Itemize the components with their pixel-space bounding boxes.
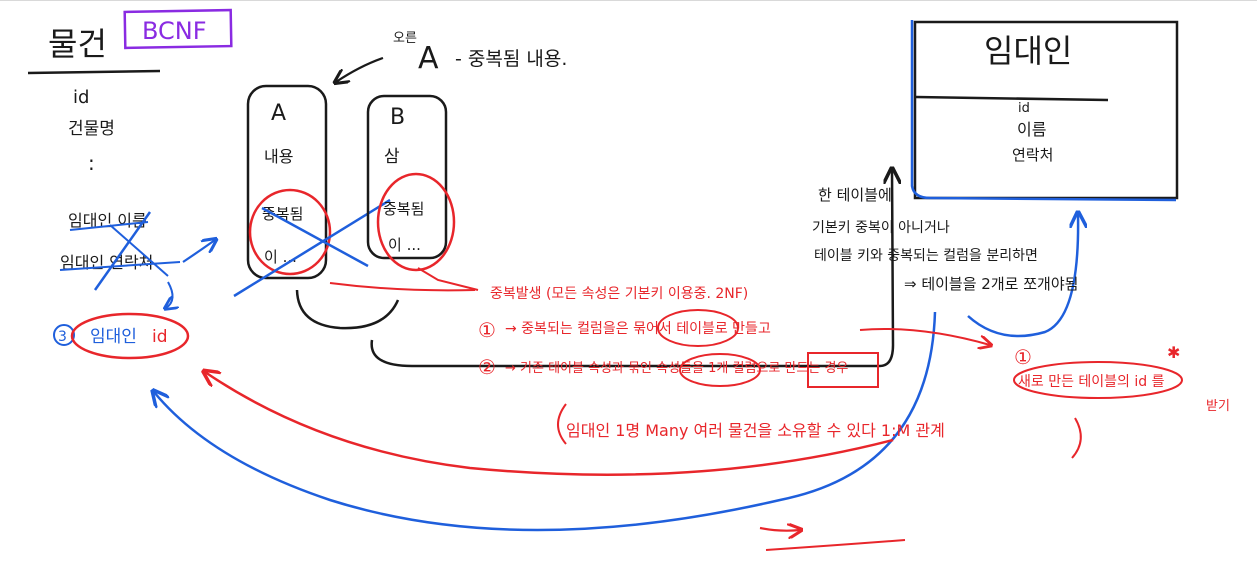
middle-note-line1: 한 테이블에 xyxy=(818,186,892,204)
left-entity-title: 물건 xyxy=(48,25,107,63)
table-b-row1: 삼 xyxy=(384,147,400,167)
strike-line-1 xyxy=(93,211,152,291)
middle-note-line3: 테이블 키와 중복되는 컬럼을 분리하면 xyxy=(814,248,1038,264)
strike-line-2 xyxy=(109,224,169,277)
relation-text: 임대인 1명 Many 여러 물건을 소유할 수 있다 1:M 관계 xyxy=(566,421,945,440)
left-attr-landlord-name: 임대인 이름 xyxy=(68,211,147,230)
landlord-fk-oval xyxy=(70,312,190,360)
item1-text: → 중복되는 컬럼을은 묶어서 테이블로 만들고 xyxy=(505,321,771,337)
item1-oval xyxy=(657,309,739,347)
left-attr-ellipsis: : xyxy=(88,151,95,175)
top-note-prefix: 오른 xyxy=(393,31,417,46)
left-attr-id: id xyxy=(73,87,89,108)
landlord-title: 임대인 xyxy=(984,32,1072,70)
step-three-num: 3 xyxy=(58,329,67,345)
table-a-dup-oval xyxy=(248,188,332,276)
table-b-box xyxy=(366,94,448,260)
strike-line-3 xyxy=(69,221,149,231)
landlord-attr-id: id xyxy=(1018,101,1030,116)
bottom-red-arrow-tail xyxy=(765,539,906,551)
item2-box xyxy=(807,352,879,388)
right-extra: 받기 xyxy=(1206,399,1230,414)
right-star: ✱ xyxy=(1167,343,1180,362)
table-a-row3: 이 ... xyxy=(264,248,297,266)
item2-num: ② xyxy=(478,355,496,379)
landlord-attr-name: 이름 xyxy=(1017,120,1046,139)
top-note-text: - 중복됨 내용. xyxy=(455,48,567,70)
move-arrow-right xyxy=(182,240,215,263)
landlord-entity: 임대인 id 이름 연락처 xyxy=(910,20,1179,202)
item1-arrow xyxy=(859,328,990,345)
red-long-curve xyxy=(205,372,894,476)
strike-line-4 xyxy=(59,261,181,271)
blue-up-arrow-right xyxy=(967,214,1078,338)
middle-note: 한 테이블에 기본키 중복이 아니거나 테이블 키와 중복되는 컬럼을 분리하면… xyxy=(812,186,1078,293)
move-arrow-down xyxy=(166,281,173,308)
left-entity: 물건 BCNF id 건물명 : 임대인 이름 임대인 연락처 3 임대인 id xyxy=(27,8,233,360)
issue-text: 중복발생 (모든 속성은 기본키 이용중. 2NF) xyxy=(490,286,748,302)
step-three-circle xyxy=(53,324,75,346)
table-a-box xyxy=(246,84,328,280)
landlord-divider xyxy=(915,95,1109,102)
top-note-arrow xyxy=(336,56,384,82)
top-note-label: A xyxy=(418,41,439,76)
bcnf-tag: BCNF xyxy=(142,17,207,45)
issue-pointer-2 xyxy=(329,282,476,292)
table-b-title: B xyxy=(390,105,405,130)
left-attr-landlord-contact: 임대인 연락처 xyxy=(60,253,153,272)
table-b-dup-oval xyxy=(376,172,456,272)
left-attr-name: 건물명 xyxy=(68,119,115,139)
bottom-red-arrow xyxy=(759,528,800,531)
table-b-row2: 중복됨 xyxy=(383,200,424,218)
item1-num: ① xyxy=(478,318,496,342)
table-a-title: A xyxy=(271,101,286,126)
landlord-box-blue xyxy=(910,20,1177,202)
relation-bracket xyxy=(557,403,567,445)
table-a-row1: 내용 xyxy=(264,147,293,166)
item2-oval xyxy=(679,353,761,387)
top-note: 오른 A - 중복됨 내용. xyxy=(336,31,567,82)
left-entity-underline xyxy=(27,69,161,75)
table-a-cross-2 xyxy=(261,206,369,268)
item2-text: → 기존 테이블 속성과 묶인 속성들을 1개 컬럼으로 만드는 경우 xyxy=(505,361,848,376)
table-a-cross-1 xyxy=(233,198,391,298)
right-oval xyxy=(1013,361,1183,399)
bracket-under-a xyxy=(295,289,400,330)
middle-note-line4: ⇒ 테이블을 2개로 쪼개야됨 xyxy=(904,275,1078,293)
bcnf-tag-box xyxy=(123,8,233,50)
red-notes: 중복발생 (모든 속성은 기본키 이용중. 2NF) ① → 중복되는 컬럼을은… xyxy=(205,286,1230,551)
top-border xyxy=(0,0,1257,1)
right-text: 새로 만든 테이블의 id 를 xyxy=(1018,374,1165,390)
right-num: ① xyxy=(1014,345,1032,369)
landlord-fk-id: id xyxy=(152,327,168,347)
issue-pointer-1 xyxy=(417,267,479,291)
middle-note-line2: 기본키 중복이 아니거나 xyxy=(812,220,950,236)
relation-bracket-end xyxy=(1071,417,1082,459)
table-a: A 내용 중복됨 이 ... xyxy=(233,84,391,298)
blue-long-curve xyxy=(154,311,937,532)
landlord-attr-contact: 연락처 xyxy=(1012,146,1053,164)
table-a-row2: 중복됨 xyxy=(262,205,303,223)
bracket-long xyxy=(370,170,893,368)
table-b-row3: 이 ... xyxy=(388,236,421,254)
landlord-fk-label: 임대인 xyxy=(90,327,137,347)
table-b: B 삼 중복됨 이 ... xyxy=(366,94,456,272)
